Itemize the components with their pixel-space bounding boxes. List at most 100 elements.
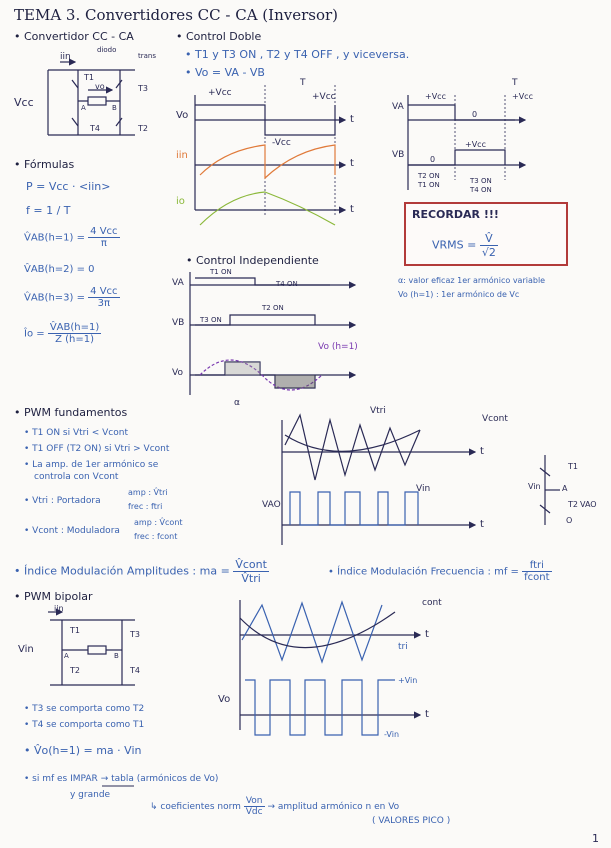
- formula-io: Îo = V̂AB(h=1)Z (h=1): [24, 322, 102, 345]
- indep-vb-label: VB: [172, 318, 185, 328]
- hb-o-label: O: [566, 516, 573, 525]
- pwm-vtri-label: Vtri: [370, 406, 386, 416]
- vb-zero-label: 0: [430, 155, 436, 164]
- t3-label: T3: [138, 84, 148, 93]
- alpha-note-2: Vo (h=1) : 1er armónico de Vc: [398, 290, 520, 299]
- t1on-label: T1 ON: [418, 181, 440, 189]
- pwm-vcont-frec: frec : fcont: [134, 532, 178, 541]
- section-pwm: • PWM fundamentos: [14, 406, 128, 419]
- va-pvcc-label: +Vcc: [425, 92, 446, 101]
- nvcc-label: -Vcc: [272, 138, 291, 148]
- pwm-bullet-2: • T1 OFF (T2 ON) si Vtri > Vcont: [24, 444, 170, 454]
- bip-pvin-label: +Vin: [398, 676, 418, 685]
- pwm-vcont-amp: amp : V̂cont: [134, 518, 183, 527]
- va-vb-waveforms: [407, 95, 527, 190]
- va-zero-label: 0: [472, 110, 478, 119]
- section-formulas: • Fórmulas: [14, 158, 75, 171]
- alpha-note-1: α: valor eficaz 1er armónico variable: [398, 276, 546, 285]
- indep-va-label: VA: [172, 278, 184, 288]
- pwm-vtri-amp: amp : V̂tri: [128, 488, 168, 497]
- bip-b-label: B: [114, 652, 119, 660]
- period-T-label: T: [300, 78, 306, 88]
- bip-nvin-label: -Vin: [384, 730, 400, 739]
- va-label: VA: [392, 102, 404, 112]
- formula-power: P = Vcc · <iin>: [26, 180, 111, 193]
- recordar-box: [404, 202, 568, 266]
- bip-line-1: • T3 se comporta como T2: [24, 704, 145, 714]
- iin-axis-label: iin: [176, 150, 188, 161]
- bip-vin-label: Vin: [18, 644, 34, 655]
- pvcc-label-2: +Vcc: [312, 92, 336, 102]
- bip-t4-label: T4: [130, 666, 140, 675]
- hb-t1-label: T1: [568, 462, 578, 471]
- pwm-t-label-2: t: [480, 519, 484, 530]
- pwm-bullet-1: • T1 ON si Vtri < Vcont: [24, 428, 128, 438]
- io-axis-label: io: [176, 196, 185, 207]
- indep-vo-h1-label: Vo (h=1): [318, 342, 358, 352]
- t-axis-label-1: t: [350, 114, 354, 125]
- indep-vo-label: Vo: [172, 368, 183, 378]
- bip-t-label-1: t: [425, 629, 429, 640]
- t2on-label: T2 ON: [418, 172, 440, 180]
- pwm-vtri-frec: frec : ftri: [128, 502, 163, 511]
- ctrl-doble-line2: • Vo = VA - VB: [185, 66, 265, 79]
- hb-vao-label: VAO: [580, 500, 597, 509]
- hb-vin-label: Vin: [528, 482, 541, 491]
- page-title: TEMA 3. Convertidores CC - CA (Inversor): [14, 6, 339, 24]
- section-pwm-bipolar: • PWM bipolar: [14, 590, 93, 603]
- pwm-waveforms: [281, 413, 477, 545]
- t3on-label: T3 ON: [470, 177, 492, 185]
- bip-line-3: • V̂o(h=1) = ma · Vin: [24, 744, 142, 757]
- hb-t2-label: T2: [568, 500, 578, 509]
- vb-label: VB: [392, 150, 405, 160]
- bip-line-2: • T4 se comporta como T1: [24, 720, 145, 730]
- node-a-label: A: [81, 104, 86, 112]
- section-control-independiente: • Control Independiente: [186, 254, 319, 267]
- section-convertidor: • Convertidor CC - CA: [14, 30, 134, 43]
- page-number: 1: [592, 832, 599, 845]
- bip-t-label-2: t: [425, 709, 429, 720]
- vo-waveform: [194, 85, 347, 215]
- bip-line-4f: ( VALORES PICO ): [372, 816, 451, 826]
- bip-t1-label: T1: [70, 626, 80, 635]
- t2-label: T2: [138, 124, 148, 133]
- bip-line-4a: • si mf es IMPAR → tabla (armónicos de V…: [24, 774, 219, 784]
- bip-tri-label: tri: [398, 642, 408, 652]
- index-ma: • Índice Modulación Amplitudes : ma = V̂…: [14, 558, 269, 585]
- half-bridge: [539, 455, 560, 525]
- indep-t1on-label: T1 ON: [210, 268, 232, 276]
- bip-t3-label: T3: [130, 630, 140, 639]
- section-control-doble: • Control Doble: [176, 30, 262, 43]
- t4on-label: T4 ON: [470, 186, 492, 194]
- bip-vo-label: Vo: [218, 694, 231, 705]
- recordar-formula: VRMS = V̂√2: [432, 232, 498, 259]
- bip-cont-label: cont: [422, 598, 442, 608]
- bip-iin-label: iin: [54, 604, 64, 613]
- t-axis-label-3: t: [350, 204, 354, 215]
- ctrl-doble-line1: • T1 y T3 ON , T2 y T4 OFF , y viceversa…: [185, 48, 410, 61]
- formula-freq: f = 1 / T: [26, 204, 71, 217]
- diodo-label: diodo: [97, 46, 117, 54]
- iin-label: iin: [60, 52, 71, 62]
- vcc-label: Vcc: [14, 96, 34, 109]
- recordar-title: RECORDAR !!!: [412, 208, 499, 221]
- vo-axis-label: Vo: [176, 110, 189, 121]
- bip-t2-label: T2: [70, 666, 80, 675]
- vo-circuit-label: vo: [95, 82, 105, 91]
- bipolar-circuit: [48, 608, 135, 686]
- bipolar-waveforms: [239, 600, 422, 736]
- pwm-vcont-label: Vcont: [482, 414, 508, 424]
- indep-waveforms: [189, 272, 357, 395]
- indep-t3on-label: T3 ON: [200, 316, 222, 324]
- bip-a-label: A: [64, 652, 69, 660]
- indep-alpha-label: α: [234, 398, 240, 408]
- pwm-bullet-3b: controla con Vcont: [34, 472, 119, 482]
- bip-line-4c: y grande: [70, 790, 111, 800]
- pwm-vin-label: Vin: [416, 484, 431, 494]
- pwm-t-label-1: t: [480, 446, 484, 457]
- va-pvcc-label-2: +Vcc: [512, 92, 533, 101]
- pwm-bullet-4: • Vtri : Portadora: [24, 496, 101, 506]
